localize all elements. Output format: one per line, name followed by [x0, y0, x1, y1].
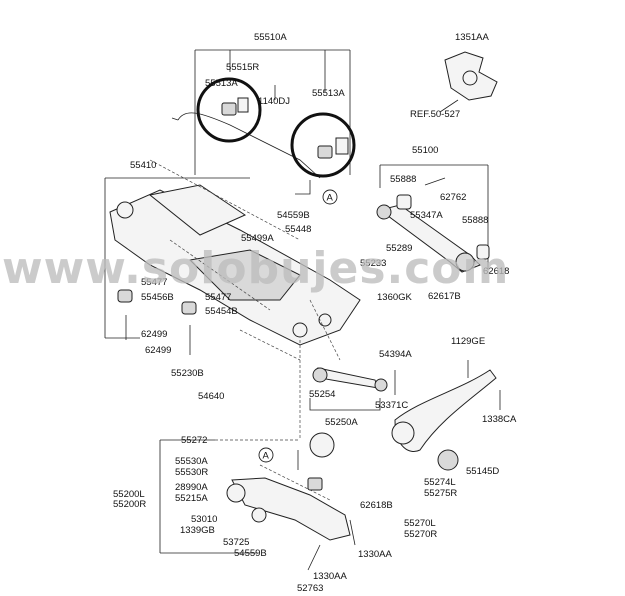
- label-55275R: 55275R: [424, 488, 457, 499]
- bushing-highlight-circle-1: [196, 77, 262, 143]
- label-55272: 55272: [181, 435, 207, 446]
- label-55888-b: 55888: [462, 215, 488, 226]
- label-55510A: 55510A: [254, 32, 287, 43]
- callout-a-marker-1: A: [322, 189, 338, 205]
- knuckle-ref: [439, 51, 498, 113]
- label-55410: 55410: [130, 160, 156, 171]
- label-55230B: 55230B: [171, 368, 204, 379]
- label-55347A: 55347A: [410, 210, 443, 221]
- label-62762: 62762: [440, 192, 466, 203]
- label-55233: 55233: [360, 258, 386, 269]
- lower-arm-group: [159, 432, 356, 571]
- label-55250A: 55250A: [325, 417, 358, 428]
- label-55215A: 55215A: [175, 493, 208, 504]
- label-28990A: 28990A: [175, 482, 208, 493]
- label-62618B: 62618B: [360, 500, 393, 511]
- label-55200L: 55200L: [113, 489, 145, 500]
- label-1129GE: 1129GE: [451, 336, 485, 347]
- label-1140DJ: 1140DJ: [258, 96, 290, 107]
- label-52763: 52763: [297, 583, 323, 594]
- label-ref-50-527: REF.50-527: [410, 109, 460, 120]
- label-55515R: 55515R: [226, 62, 259, 73]
- label-53725: 53725: [223, 537, 249, 548]
- crossmember-group: [104, 159, 361, 361]
- label-55513A: 55513A: [312, 88, 345, 99]
- label-55456B: 55456B: [141, 292, 174, 303]
- label-1338CA: 1338CA: [482, 414, 517, 425]
- lateral-link-group: [299, 299, 396, 440]
- label-62617B: 62617B: [428, 291, 461, 302]
- label-1351AA: 1351AA: [455, 32, 489, 43]
- bushing-highlight-circle-2: [290, 112, 356, 178]
- label-55499A: 55499A: [241, 233, 274, 244]
- label-1330AA-b: 1330AA: [313, 571, 347, 582]
- label-62618-top: 62618: [483, 266, 509, 277]
- label-53371C: 53371C: [375, 400, 408, 411]
- part-labels: 55510A 55515R 55513A 1140DJ 55513A 1351A…: [113, 32, 517, 594]
- label-55448: 55448: [285, 224, 311, 235]
- label-55145D: 55145D: [466, 466, 499, 477]
- callout-a-marker-2: A: [258, 447, 274, 463]
- label-54640: 54640: [198, 391, 224, 402]
- label-62499-a: 62499: [141, 329, 167, 340]
- label-55530A: 55530A: [175, 456, 208, 467]
- label-55530R: 55530R: [175, 467, 208, 478]
- label-54394A: 54394A: [379, 349, 412, 360]
- label-55477-a: 55477: [141, 277, 167, 288]
- label-1360GK: 1360GK: [377, 292, 413, 303]
- svg-text:A: A: [263, 451, 270, 462]
- label-62499-b: 62499: [145, 345, 171, 356]
- label-1339GB: 1339GB: [180, 525, 215, 536]
- label-55270R: 55270R: [404, 529, 437, 540]
- label-55888-a: 55888: [390, 174, 416, 185]
- stabilizer-bar-group: [171, 49, 356, 195]
- label-55100: 55100: [412, 145, 438, 156]
- svg-text:A: A: [327, 193, 334, 204]
- label-55513A-top: 55513A: [205, 78, 238, 89]
- label-54559B-bottom: 54559B: [234, 548, 267, 559]
- label-55454B: 55454B: [205, 306, 238, 317]
- upper-arm-group: [376, 164, 490, 273]
- label-55270L: 55270L: [404, 518, 436, 529]
- trailing-arm-group: [391, 360, 501, 471]
- label-55200R: 55200R: [113, 499, 146, 510]
- watermark-text: www.solobujes.com: [2, 243, 509, 294]
- label-55274L: 55274L: [424, 477, 456, 488]
- label-55254: 55254: [309, 389, 335, 400]
- label-54559B-top: 54559B: [277, 210, 310, 221]
- label-55289: 55289: [386, 243, 412, 254]
- label-53010: 53010: [191, 514, 217, 525]
- label-1330AA-a: 1330AA: [358, 549, 392, 560]
- label-55477-b: 55477: [205, 292, 231, 303]
